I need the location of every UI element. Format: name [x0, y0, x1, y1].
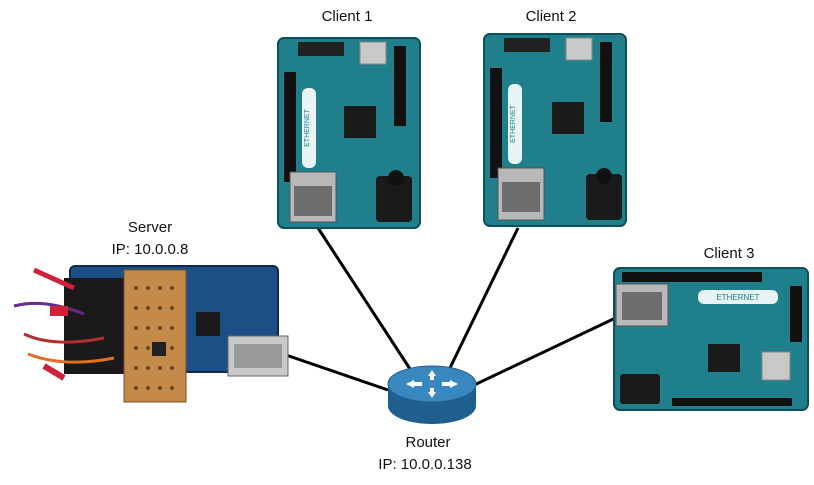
- server-ip-label: IP: 10.0.0.8: [111, 241, 189, 258]
- svg-text:ETHERNET: ETHERNET: [716, 293, 759, 302]
- router-label: Router: [405, 434, 451, 451]
- client2-arduino-board: ETHERNET: [483, 33, 627, 227]
- server-label: Server: [127, 219, 173, 236]
- client1-arduino-board: ETHERNET: [277, 37, 421, 229]
- link-client1-router: [316, 227, 414, 373]
- client1-label: Client 1: [321, 8, 373, 25]
- link-server-router: [285, 353, 389, 392]
- svg-text:ETHERNET: ETHERNET: [304, 108, 311, 146]
- client2-label: Client 2: [525, 8, 577, 25]
- router-ip-label: IP: 10.0.0.138: [378, 456, 472, 473]
- router-icon: [387, 365, 477, 424]
- link-client2-router: [446, 227, 520, 373]
- client3-arduino-board: ETHERNET: [613, 267, 809, 411]
- client3-label: Client 3: [703, 245, 755, 262]
- svg-text:ETHERNET: ETHERNET: [510, 104, 517, 142]
- server-arduino-board: [13, 265, 289, 403]
- link-client3-router: [469, 311, 627, 389]
